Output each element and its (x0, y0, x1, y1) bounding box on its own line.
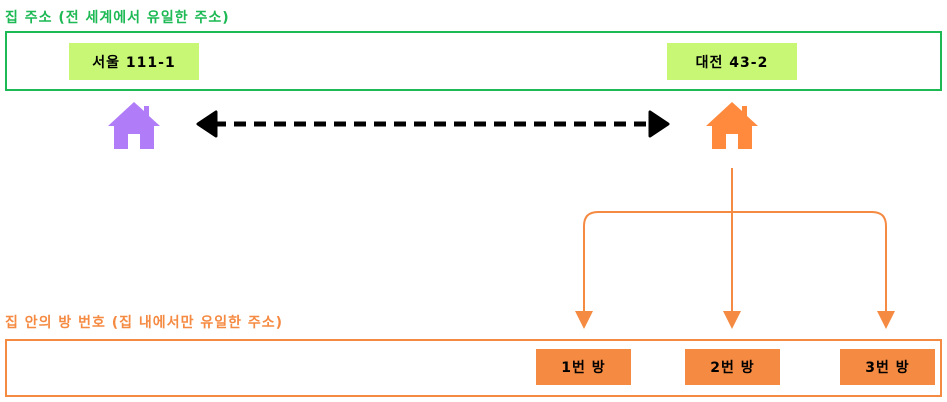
house-address-section-title: 집 주소 (전 세계에서 유일한 주소) (5, 10, 230, 26)
house-address-frame (5, 31, 942, 91)
room-box-2: 2번 방 (685, 349, 780, 385)
house-link-arrow (196, 110, 670, 138)
room-box-3: 3번 방 (840, 349, 935, 385)
house-icon-seoul (108, 102, 160, 149)
address-box-seoul: 서울 111-1 (69, 43, 199, 80)
address-box-daejeon: 대전 43-2 (667, 43, 797, 80)
house-icon-daejeon (706, 102, 758, 149)
arrow-to-room-1-and-3 (575, 211, 895, 329)
room-number-frame (5, 339, 942, 397)
room-box-1: 1번 방 (536, 349, 631, 385)
room-number-section-title: 집 안의 방 번호 (집 내에서만 유일한 주소) (5, 315, 283, 331)
